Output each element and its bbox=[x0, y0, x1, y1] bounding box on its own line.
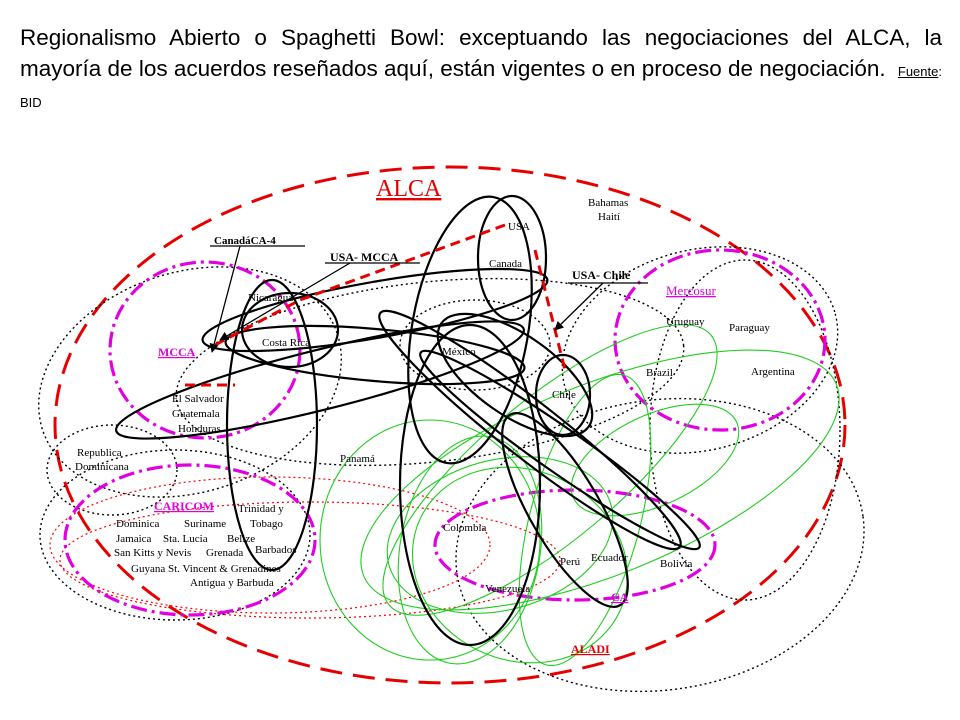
mcca-label: MCCA bbox=[158, 345, 196, 359]
country-nicaragua: Nicaragua bbox=[248, 292, 293, 304]
country-canada: Canada bbox=[489, 258, 522, 270]
country-guatemala: Guatemala bbox=[172, 408, 220, 420]
mcca-boundary bbox=[108, 260, 302, 440]
country-dominica: Dominica bbox=[116, 518, 159, 530]
country-barbados: Barbados bbox=[255, 544, 297, 556]
country-st-vincent: St. Vincent & Grenadines bbox=[168, 563, 281, 575]
usa-chile-label: USA- Chile bbox=[572, 268, 631, 282]
country-panama: Panamá bbox=[340, 453, 375, 465]
black-loop-usa-canada bbox=[476, 194, 548, 322]
canada-ca4-pointer bbox=[209, 245, 241, 353]
country-costa-rica: Costa Rica bbox=[262, 337, 310, 349]
country-jamaica: Jamaica bbox=[116, 533, 152, 545]
caption-text: Regionalismo Abierto o Spaghetti Bowl: e… bbox=[20, 25, 942, 81]
dotted-loop-dominicana bbox=[46, 424, 178, 516]
country-grenada: Grenada bbox=[206, 547, 243, 559]
country-usa: USA bbox=[508, 221, 530, 233]
country-belize: Belize bbox=[227, 533, 255, 545]
black-loop-andean bbox=[501, 412, 629, 608]
country-san-kitts: San Kitts y Nevis bbox=[114, 547, 191, 559]
dotted-loop-caribbean bbox=[38, 266, 342, 498]
source-note: Fuente: BID bbox=[20, 64, 942, 110]
black-loop-mexico-chile bbox=[436, 312, 594, 438]
country-antigua: Antigua y Barbuda bbox=[190, 577, 274, 589]
canada-ca4-label: CanadáCA-4 bbox=[214, 235, 276, 247]
green-loop-1 bbox=[360, 349, 840, 611]
black-loop-bolivia bbox=[419, 349, 701, 551]
dotted-loop-mexico bbox=[399, 299, 551, 391]
canada-ca4-dashed-path bbox=[214, 223, 506, 347]
ca-boundary bbox=[433, 488, 717, 602]
source-label: Fuente bbox=[897, 64, 939, 79]
source-value: : BID bbox=[20, 64, 942, 110]
ca-label: CA bbox=[611, 590, 629, 604]
mercosur-label: Mercosur bbox=[666, 283, 716, 298]
country-paraguay: Paraguay bbox=[729, 322, 770, 334]
caricom-boundary bbox=[63, 463, 317, 617]
country-trinidad: Trinidad y bbox=[238, 503, 284, 515]
green-loop-6 bbox=[319, 419, 541, 661]
alca-label: ALCA bbox=[376, 176, 442, 202]
aladi-label: ALADI bbox=[571, 642, 610, 656]
country-sta-lucia: Sta. Lucia bbox=[163, 533, 208, 545]
country-haiti: Haití bbox=[598, 211, 620, 223]
country-guyana: Guyana bbox=[131, 563, 165, 575]
country-argentina: Argentina bbox=[751, 366, 795, 378]
usa-chile-pointer bbox=[554, 282, 604, 331]
country-chile: Chile bbox=[552, 389, 576, 401]
country-colombia: Colombia bbox=[443, 522, 487, 534]
country-suriname: Suriname bbox=[184, 518, 226, 530]
alca-boundary bbox=[53, 165, 847, 685]
dotted-loop-caricom-outer bbox=[39, 449, 311, 621]
black-loop-mexico-triangle bbox=[115, 320, 525, 440]
country-bahamas: Bahamas bbox=[588, 197, 628, 209]
country-ecuador: Ecuador bbox=[591, 552, 628, 564]
black-loop-chile bbox=[534, 353, 592, 437]
mercosur-boundary bbox=[613, 248, 827, 432]
red-dotted-loop-1 bbox=[49, 476, 491, 614]
country-republica: Republica bbox=[77, 447, 122, 459]
usa-mcca-pointer bbox=[219, 262, 351, 341]
usa-chile-dashed-path bbox=[533, 249, 567, 371]
black-loop-mexico-costa-rica bbox=[224, 324, 526, 386]
dotted-loop-mercosur-bolivia bbox=[649, 259, 841, 601]
green-loop-5 bbox=[518, 373, 652, 667]
country-tobago: Tobago bbox=[250, 518, 283, 530]
country-dominicana: Dominicana bbox=[75, 461, 129, 473]
black-loop-mexico-colombia bbox=[398, 323, 542, 647]
country-brazil: Brazil bbox=[646, 367, 673, 379]
usa-mcca-label: USA- MCCA bbox=[330, 250, 399, 264]
black-loop-chile-long bbox=[378, 309, 682, 551]
dotted-loop-south bbox=[455, 397, 865, 693]
red-dotted-loop-2 bbox=[59, 501, 561, 619]
green-loop-7 bbox=[411, 466, 629, 664]
black-loop-costa-rica-caricom bbox=[225, 278, 319, 572]
green-loop-4 bbox=[397, 435, 543, 665]
green-loop-8 bbox=[570, 403, 740, 517]
country-honduras: Honduras bbox=[178, 423, 221, 435]
country-el-salvador: El Salvador bbox=[172, 393, 224, 405]
black-loop-usa-mcca bbox=[201, 267, 549, 353]
country-mexico: México bbox=[442, 346, 476, 358]
country-peru: Perú bbox=[560, 556, 581, 568]
caricom-label: CARICOM bbox=[154, 499, 214, 513]
dotted-loop-mercosur-chile bbox=[561, 246, 839, 454]
country-venezuela: Venezuela bbox=[485, 583, 530, 595]
slide-caption: Regionalismo Abierto o Spaghetti Bowl: e… bbox=[20, 22, 942, 115]
country-uruguay: Uruguay bbox=[666, 316, 705, 328]
country-bolivia: Bolivia bbox=[660, 558, 693, 570]
